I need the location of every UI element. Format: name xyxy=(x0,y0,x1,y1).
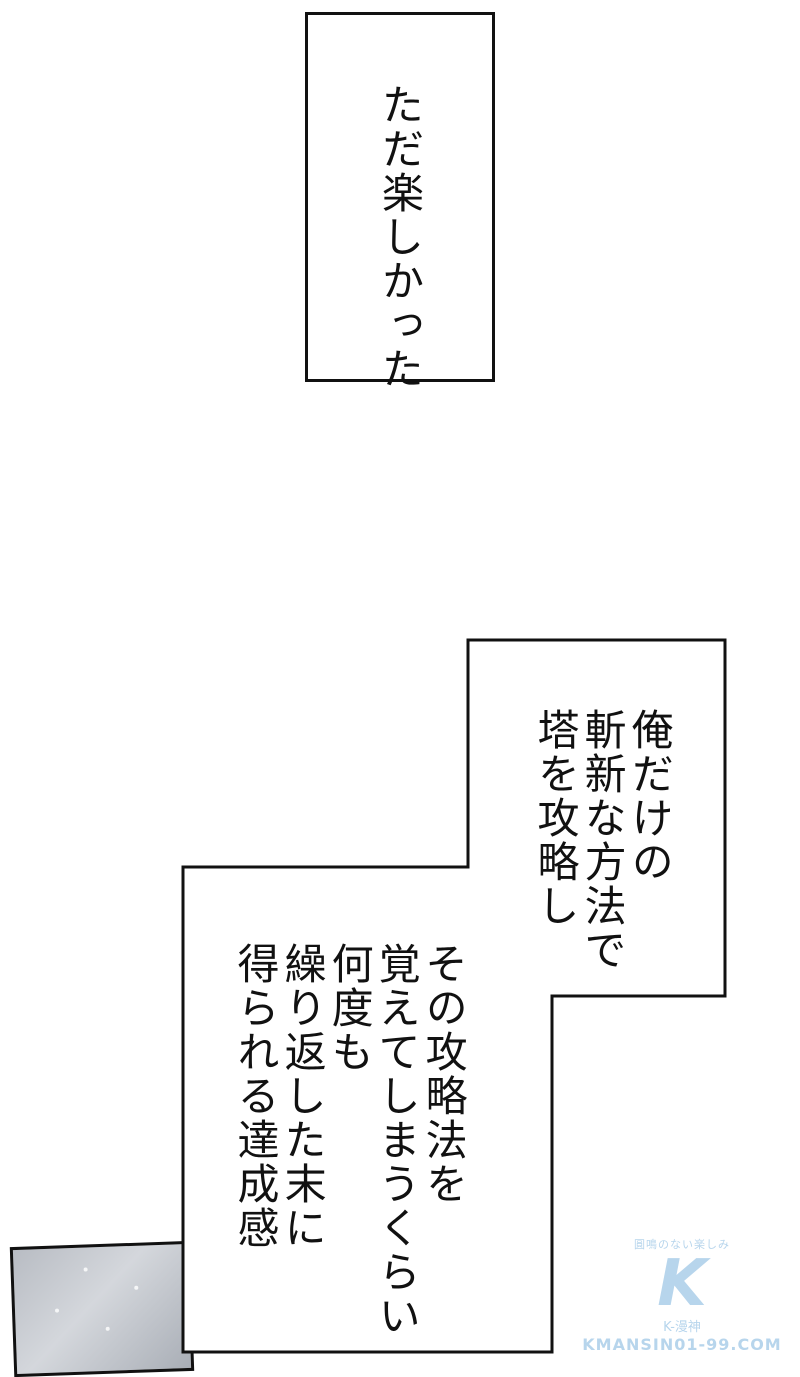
watermark-brand: K-漫神 xyxy=(663,1320,701,1335)
watermark-logo: K xyxy=(657,1247,707,1321)
narration-text-top: ただ楽しかった xyxy=(375,83,425,391)
narration-text-upper: 俺だけの 斬新な方法で 塔を攻略し xyxy=(531,708,675,972)
sparkle-icon xyxy=(54,1308,60,1313)
sparkle-icon xyxy=(83,1267,88,1272)
narration-box-top: ただ楽しかった xyxy=(305,12,495,391)
watermark: 圓鳴のない楽しみ K K-漫神 KMANSIN01-99.COM xyxy=(582,1236,782,1354)
illustration-corner xyxy=(9,1240,195,1377)
sparkle-icon xyxy=(105,1326,110,1331)
watermark-url: KMANSIN01-99.COM xyxy=(582,1335,782,1354)
sparkle-icon xyxy=(134,1285,139,1290)
narration-text-lower: その攻略法を 覚えてしまうくらい 何度も 繰り返した末に 得られる達成感 xyxy=(231,942,469,1338)
watermark-tagline: 圓鳴のない楽しみ xyxy=(634,1238,730,1251)
